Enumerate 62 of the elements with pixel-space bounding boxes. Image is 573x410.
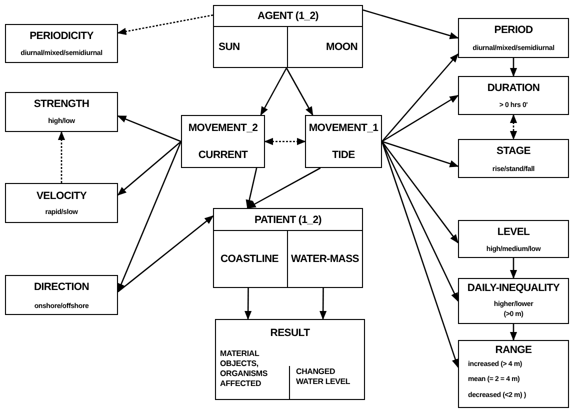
box-title: VELOCITY (36, 190, 87, 202)
arrow (246, 168, 258, 209)
box-title: DIRECTION (34, 281, 90, 293)
concept-box (213, 208, 363, 288)
concept-box (458, 340, 569, 408)
box-title: PERIOD (494, 24, 533, 36)
box-detail: CHANGED WATER LEVEL (296, 367, 352, 387)
arrow (382, 94, 459, 142)
box-detail: MATERIAL OBJECTS, ORGANISMS AFFECTED (220, 349, 269, 389)
arrow (510, 258, 518, 279)
box-title: STAGE (496, 145, 530, 157)
box-title: MOVEMENT_1 (308, 122, 378, 134)
box-title: PERIODICITY (30, 30, 94, 42)
arrow (244, 288, 252, 320)
concept-box (458, 76, 569, 115)
dashed-arrow (58, 131, 66, 183)
box-title: AGENT (1_2) (258, 10, 318, 22)
arrow (260, 68, 288, 116)
concept-box (458, 139, 569, 178)
box-title: MOON (326, 40, 358, 52)
concept-cell (212, 230, 288, 288)
concept-box (458, 278, 569, 324)
box-title: SUN (218, 40, 240, 52)
box-title: DURATION (487, 82, 540, 94)
box-title: COASTLINE (220, 252, 278, 264)
box-title: PATIENT (1_2) (254, 214, 322, 226)
box-title: LEVEL (497, 226, 530, 238)
concept-cell (212, 26, 288, 68)
dashed-arrow (510, 114, 518, 140)
concept-box (5, 275, 118, 315)
box-title: DAILY-INEQUALITY (467, 282, 560, 294)
box-detail: TIDE (332, 149, 355, 161)
arrow (510, 58, 518, 77)
box-detail: CURRENT (198, 149, 248, 161)
box-title: WATER-MASS (291, 252, 359, 264)
arrow (362, 9, 459, 40)
arrow (382, 140, 459, 168)
concept-box (5, 183, 118, 223)
dashed-arrow (117, 14, 214, 36)
concept-box (215, 319, 365, 400)
box-title: STRENGTH (34, 98, 90, 110)
box-title: MOVEMENT_2 (188, 122, 258, 134)
arrow (286, 68, 314, 116)
arrow (118, 215, 214, 292)
concept-box (458, 220, 569, 258)
concept-box (213, 5, 363, 68)
concept-box (305, 115, 382, 168)
arrow (381, 141, 459, 244)
concept-box (181, 115, 265, 168)
dashed-arrow (264, 138, 306, 146)
arrow (382, 53, 459, 142)
arrow (117, 141, 182, 196)
box-title: RANGE (495, 344, 532, 356)
arrow (117, 141, 182, 293)
concept-box (5, 24, 118, 63)
arrow (246, 167, 321, 209)
concept-box (458, 18, 569, 58)
concept-box (5, 92, 118, 132)
arrow (117, 115, 182, 142)
box-title: RESULT (270, 327, 310, 339)
arrow (319, 288, 327, 320)
arrow (510, 324, 518, 341)
